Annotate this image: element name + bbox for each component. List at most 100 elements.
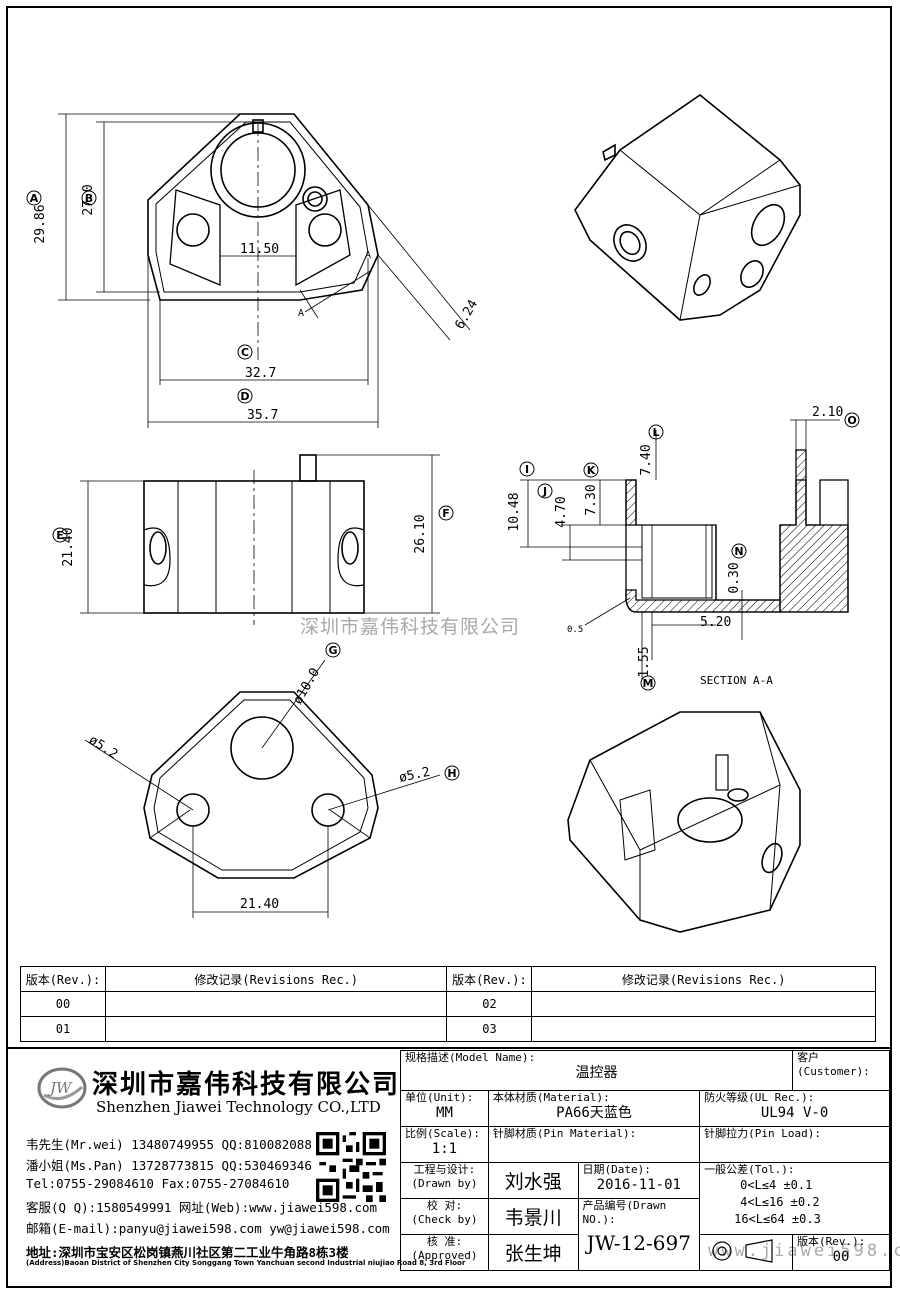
reference-bubbles: [26, 190, 860, 781]
rec-cell: [104, 1016, 448, 1042]
bubble-i: I: [525, 463, 529, 476]
tolerance-row: 0<L≤4 ±0.1: [740, 1178, 813, 1192]
rec-cell: [104, 991, 448, 1017]
date-label: 日期(Date):: [582, 1163, 651, 1176]
rec-header-2: 修改记录(Revisions Rec.): [531, 966, 876, 992]
bubble-b: B: [85, 192, 93, 205]
check-label-cell: 校 对: (Check by): [400, 1198, 489, 1235]
dim-bottom-21-40: 21.40: [240, 897, 279, 912]
bottom-view-dimensions: [84, 659, 441, 918]
dim-side-21-40: 21.40: [61, 527, 76, 566]
company-name-en: Shenzhen Jiawei Technology CO.,LTD: [96, 1098, 381, 1116]
dim-dia-5-2-left: ø5.2: [86, 733, 120, 763]
rev-header-1: 版本(Rev.):: [20, 966, 106, 992]
rev-cell: 00: [20, 991, 106, 1017]
rev-cell: 03: [446, 1016, 533, 1042]
drawing-number-label: 产品编号(Drawn NO.):: [582, 1199, 667, 1226]
designer-signature: 刘水强: [487, 1162, 579, 1199]
pin-load-cell: 针脚拉力(Pin Load):: [699, 1126, 890, 1163]
pin-material-cell: 针脚材质(Pin Material):: [487, 1126, 701, 1163]
approve-label: 核 准:: [426, 1235, 463, 1248]
side-view-dimensions: [80, 454, 440, 625]
dim-4-70: 4.70: [554, 496, 569, 527]
ul-label: 防火等级(UL Rec.):: [704, 1091, 815, 1104]
isometric-view-top: [574, 94, 801, 321]
unit-value: MM: [436, 1105, 453, 1121]
projection-symbol-icon: [712, 1239, 773, 1263]
dim-7-40: 7.40: [639, 444, 654, 475]
bubble-c: C: [241, 346, 249, 359]
projection-symbol-cell: [699, 1234, 794, 1271]
design-label-en: (Drawn by): [411, 1177, 478, 1190]
dim-11-50: 11.50: [240, 242, 279, 257]
dim-32-7: 32.7: [245, 366, 276, 381]
bubble-l: L: [652, 426, 659, 439]
dim-7-30: 7.30: [584, 484, 599, 515]
tolerance-cell: 一般公差(Tol.): 0<L≤4 ±0.1 4<L≤16 ±0.2 16<L≤…: [699, 1162, 890, 1235]
bubble-n: N: [734, 545, 743, 558]
contact-line: 潘小姐(Ms.Pan) 13728773815 QQ:530469346: [26, 1158, 312, 1173]
company-name-cn: 深圳市嘉伟科技有限公司: [92, 1070, 401, 1100]
model-value: 温控器: [575, 1065, 618, 1081]
dim-1-55: 1.55: [637, 646, 652, 677]
pin-material-label: 针脚材质(Pin Material):: [492, 1127, 637, 1140]
section-cut-a-right: A: [365, 250, 371, 261]
watermark: 深圳市嘉伟科技有限公司: [300, 616, 521, 638]
rec-cell: [531, 991, 876, 1017]
material-value: PA66天蓝色: [556, 1105, 632, 1121]
dim-35-7: 35.7: [247, 408, 278, 423]
top-view-dimensions: [58, 113, 471, 428]
isometric-view-bottom: [567, 711, 801, 933]
dim-dia-10: ø10.0: [290, 666, 323, 707]
revision-label: 版本(Rev.):: [797, 1235, 866, 1248]
contact-line: 邮箱(E-mail):panyu@jiawei598.com yw@jiawei…: [26, 1221, 390, 1236]
bubble-labels: A B C D E F G H I J K L M N O: [30, 192, 857, 780]
dim-6-24: 6.24: [452, 297, 481, 332]
pin-load-label: 针脚拉力(Pin Load):: [704, 1127, 821, 1140]
date-value: 2016-11-01: [596, 1177, 681, 1193]
material-cell: 本体材质(Material): PA66天蓝色: [487, 1090, 701, 1127]
bubble-g: G: [328, 644, 337, 657]
contact-line: 客服(Q Q):1580549991 网址(Web):www.jiawei598…: [26, 1200, 378, 1215]
section-dimensions: [520, 419, 840, 680]
table-row: 01 03: [20, 1016, 876, 1042]
date-cell: 日期(Date): 2016-11-01: [577, 1162, 701, 1199]
bubble-d: D: [240, 390, 249, 403]
design-label: 工程与设计:: [413, 1163, 476, 1176]
customer-cell: 客户(Customer):: [792, 1050, 890, 1091]
approver-signature: 张生坤: [487, 1234, 579, 1271]
tolerance-row: 4<L≤16 ±0.2: [740, 1195, 820, 1209]
scale-label: 比例(Scale):: [405, 1127, 480, 1140]
scale-value: 1:1: [431, 1141, 458, 1157]
rev-header-2: 版本(Rev.):: [446, 966, 533, 992]
tolerance-row: 16<L≤64 ±0.3: [734, 1212, 821, 1226]
bubble-k: K: [587, 464, 596, 477]
drawing-sheet: [6, 6, 892, 1288]
dim-2-10: 2.10: [812, 405, 843, 420]
dim-dia-5-2-right: ø5.2: [398, 765, 432, 786]
bubble-a: A: [30, 192, 39, 205]
svg-text:JW: JW: [47, 1079, 73, 1097]
revision-value: 00: [832, 1249, 850, 1265]
top-view: [147, 113, 379, 301]
contact-line: Tel:0755-29084610 Fax:0755-27084610: [26, 1176, 290, 1191]
tolerance-label: 一般公差(Tol.):: [704, 1163, 795, 1176]
company-logo-icon: JW: [37, 1067, 87, 1109]
dim-10-48: 10.48: [507, 492, 522, 531]
model-cell: 规格描述(Model Name): 温控器: [399, 1050, 794, 1091]
ul-value: UL94 V-0: [760, 1105, 829, 1121]
scale-cell: 比例(Scale): 1:1: [400, 1126, 489, 1163]
bubble-m: M: [643, 677, 654, 690]
qr-code-icon: [316, 1132, 386, 1202]
drawing-number-cell: 产品编号(Drawn NO.): JW-12-697: [577, 1198, 701, 1271]
dim-0-5: 0.5: [567, 625, 583, 635]
dim-0-30: 0.30: [727, 562, 742, 593]
approve-label-en: (Approved): [411, 1249, 478, 1262]
bubble-j: J: [542, 485, 547, 498]
bottom-view: [143, 691, 379, 879]
section-view: [625, 449, 849, 613]
rev-cell: 01: [20, 1016, 106, 1042]
bubble-e: E: [56, 529, 64, 542]
section-label: SECTION A-A: [700, 674, 773, 687]
rec-header-1: 修改记录(Revisions Rec.): [104, 966, 448, 992]
